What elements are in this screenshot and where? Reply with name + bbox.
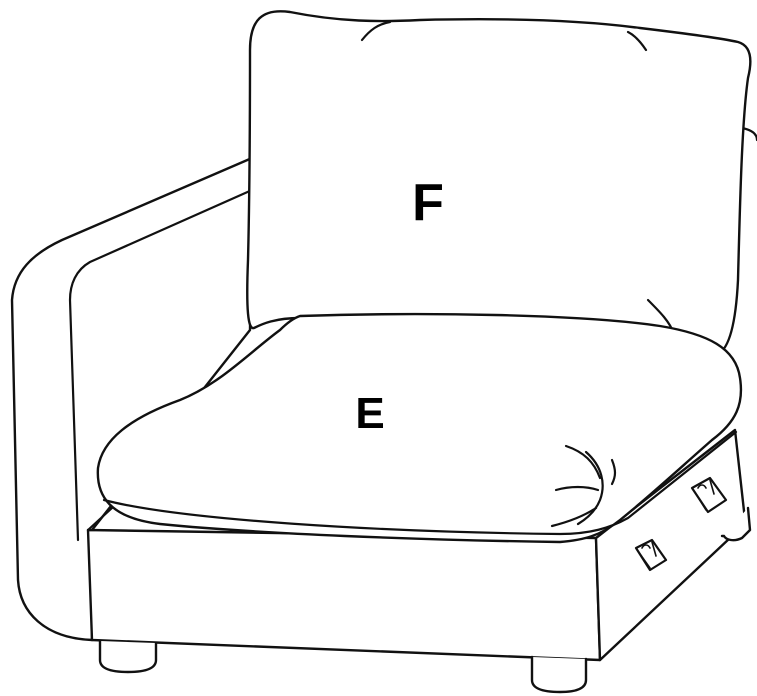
back-cushion <box>247 11 750 354</box>
leg-front-right <box>532 657 586 692</box>
base-front <box>88 530 600 660</box>
label-seat-cushion: E <box>355 389 384 438</box>
label-back-cushion: F <box>412 174 444 232</box>
leg-front-left <box>100 641 156 672</box>
back-cushion-outline <box>247 11 750 354</box>
